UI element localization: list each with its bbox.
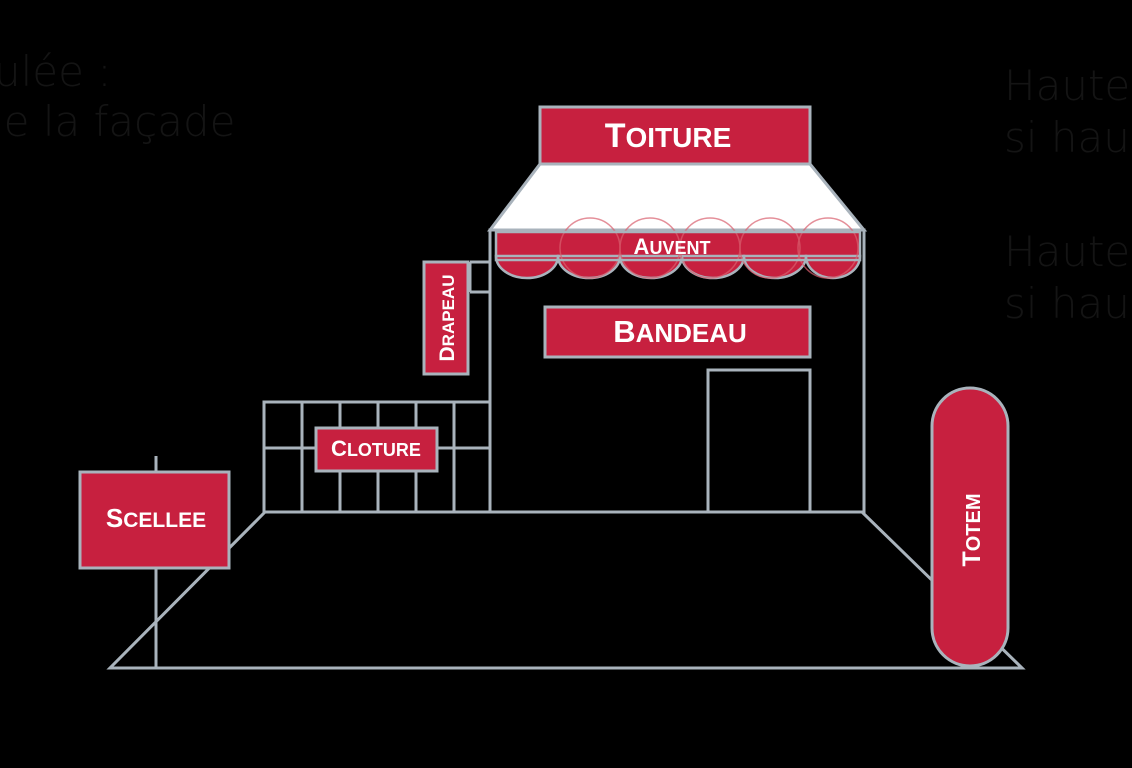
cloture-label: Cloture (331, 436, 421, 461)
totem-sign: Totem (930, 386, 1010, 668)
drapeau-sign: Drapeau (422, 260, 470, 376)
bandeau-sign: Bandeau (543, 305, 812, 359)
toiture-sign: Toiture (538, 105, 812, 166)
door-outline (706, 368, 812, 514)
drapeau-label: Drapeau (436, 275, 459, 362)
bandeau-label: Bandeau (613, 314, 747, 349)
faded-text-right-3: Hauteu (1004, 227, 1132, 276)
faded-text-right-1: Hauteu (1004, 61, 1132, 110)
awning-valance (494, 217, 862, 280)
awning-roof (486, 162, 868, 232)
faded-text-right-4: si haut (1004, 279, 1132, 328)
totem-label: Totem (958, 493, 986, 566)
auvent-label: Auvent (634, 234, 711, 259)
scellee-label: Scellee (106, 503, 206, 533)
scellee-sign: Scellee (78, 470, 231, 570)
ground-outline (106, 510, 1026, 670)
cloture-sign: Cloture (314, 426, 439, 473)
faded-text-left-1: ulée : (0, 47, 112, 96)
toiture-label: Toiture (605, 117, 732, 155)
faded-text-left-2: le la façade (0, 97, 236, 146)
flag-bracket (468, 260, 490, 294)
faded-text-right-2: si haut (1004, 113, 1132, 162)
